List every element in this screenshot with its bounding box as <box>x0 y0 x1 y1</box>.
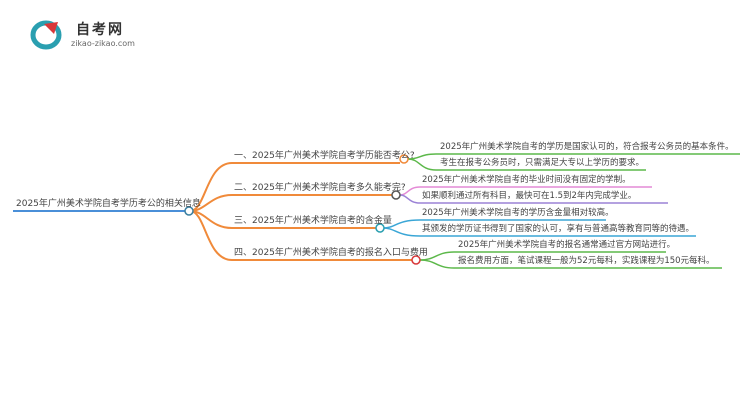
connector-branch-4 <box>189 210 412 261</box>
branch-3-node-dot <box>375 223 385 233</box>
connector-branch-2 <box>189 194 393 212</box>
branch-4-node-dot <box>411 255 421 265</box>
branch-1-label: 一、2025年广州美术学院自考学历能否考公? <box>234 151 415 161</box>
site-logo[interactable]: 自考网 zikao-zikao.com <box>30 18 150 52</box>
leaf-3-2: 其颁发的学历证书得到了国家的认可，享有与普通高等教育同等的待遇。 <box>422 224 695 234</box>
leaf-4-2: 报名费用方面，笔试课程一般为52元每科，实践课程为150元每科。 <box>458 256 715 266</box>
connector-leaf-4-2 <box>419 259 722 269</box>
leaf-2-2: 如果顺利通过所有科目，最快可在1.5到2年内完成学业。 <box>422 191 637 201</box>
connector-branch-1 <box>189 162 400 212</box>
logo-title: 自考网 <box>76 22 124 38</box>
leaf-1-1: 2025年广州美术学院自考的学历是国家认可的，符合报考公务员的基本条件。 <box>440 142 734 152</box>
leaf-2-1: 2025年广州美术学院自考的毕业时间没有固定的学制。 <box>422 175 631 185</box>
leaf-1-2: 考生在报考公务员时，只需满足大专以上学历的要求。 <box>440 158 645 168</box>
mindmap-root: 2025年广州美术学院自考学历考公的相关信息 <box>16 199 201 209</box>
leaf-3-1: 2025年广州美术学院自考的学历含金量相对较高。 <box>422 208 614 218</box>
branch-2-label: 二、2025年广州美术学院自考多久能考完? <box>234 183 406 193</box>
connector-leaf-1-2 <box>407 158 646 171</box>
branch-2-node-dot <box>391 190 401 200</box>
root-node-dot <box>184 206 194 216</box>
logo-url: zikao-zikao.com <box>71 39 135 48</box>
branch-3-label: 三、2025年广州美术学院自考的含金量 <box>234 216 392 226</box>
branch-4-label: 四、2025年广州美术学院自考的报名入口与费用 <box>234 248 428 258</box>
leaf-4-1: 2025年广州美术学院自考的报名通常通过官方网站进行。 <box>458 240 676 250</box>
logo-mark-icon <box>30 20 62 50</box>
connector-leaf-3-2 <box>382 227 696 237</box>
branch-1-node-dot <box>399 154 409 164</box>
connector-leaf-2-2 <box>399 194 668 204</box>
